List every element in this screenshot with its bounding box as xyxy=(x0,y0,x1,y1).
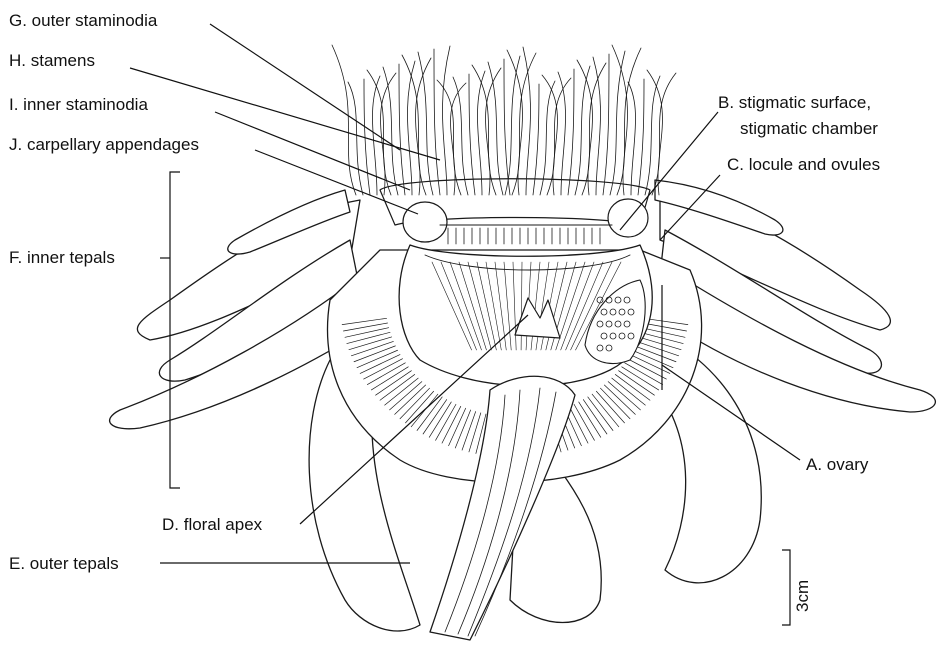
label-stamens: H. stamens xyxy=(9,51,95,70)
label-locule-ovules: C. locule and ovules xyxy=(727,155,880,174)
label-carpellary-appendages: J. carpellary appendages xyxy=(9,135,199,154)
scale-bar-label: 3cm xyxy=(793,580,812,612)
scale-bar: 3cm xyxy=(782,550,812,625)
staminodia-crown xyxy=(332,45,676,225)
label-inner-staminodia: I. inner staminodia xyxy=(9,95,148,114)
ovary-body xyxy=(399,245,652,386)
label-stigmatic-surface: B. stigmatic surface, xyxy=(718,93,871,112)
label-stigmatic-chamber: stigmatic chamber xyxy=(740,119,878,138)
label-floral-apex: D. floral apex xyxy=(162,515,263,534)
label-inner-tepals: F. inner tepals xyxy=(9,248,115,267)
label-ovary: A. ovary xyxy=(806,455,869,474)
label-outer-tepals: E. outer tepals xyxy=(9,554,119,573)
label-outer-staminodia: G. outer staminodia xyxy=(9,11,158,30)
